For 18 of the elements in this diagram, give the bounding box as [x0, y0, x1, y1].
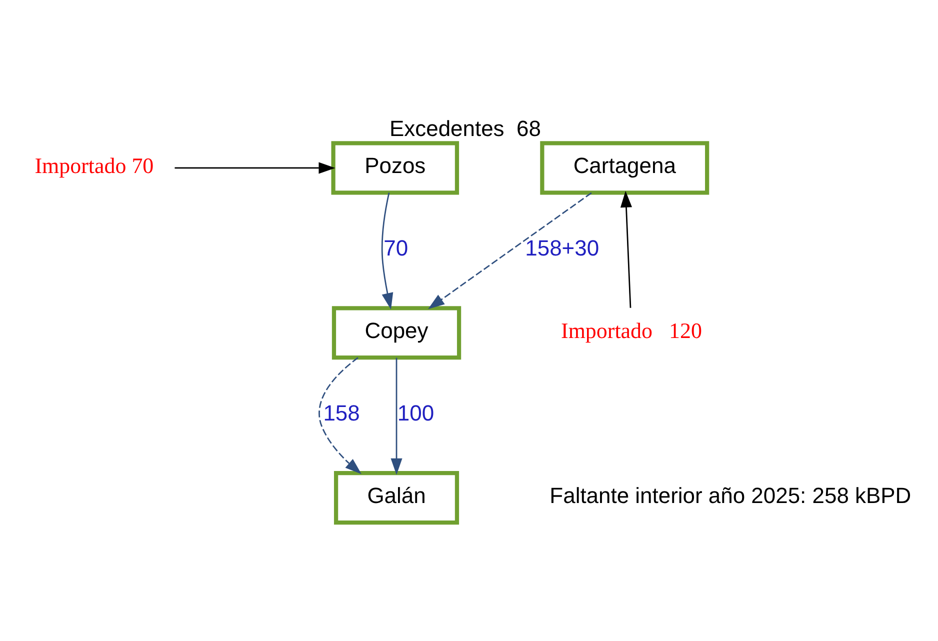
edge-label: 70: [384, 236, 408, 261]
node-text: Importado 120: [561, 318, 702, 344]
arrow: [174, 162, 336, 174]
arrow: [620, 190, 632, 308]
edge-label: 100: [397, 400, 434, 426]
node-box: Galán: [334, 470, 460, 525]
edge-label: 158: [323, 400, 360, 426]
node-box: Cartagena: [540, 141, 710, 195]
arrow: [318, 357, 362, 474]
arrow: [390, 358, 402, 475]
node-box: Pozos: [331, 141, 460, 195]
node-text: Importado 70: [34, 153, 154, 178]
edge-label: 158+30: [525, 236, 600, 261]
arrow: [381, 192, 394, 310]
arrow: [428, 192, 592, 310]
label: Faltante interior año 2025: 258 kBPD: [550, 482, 912, 508]
node-label: Excedentes 68: [389, 116, 541, 142]
node-box: Copey: [332, 306, 462, 360]
